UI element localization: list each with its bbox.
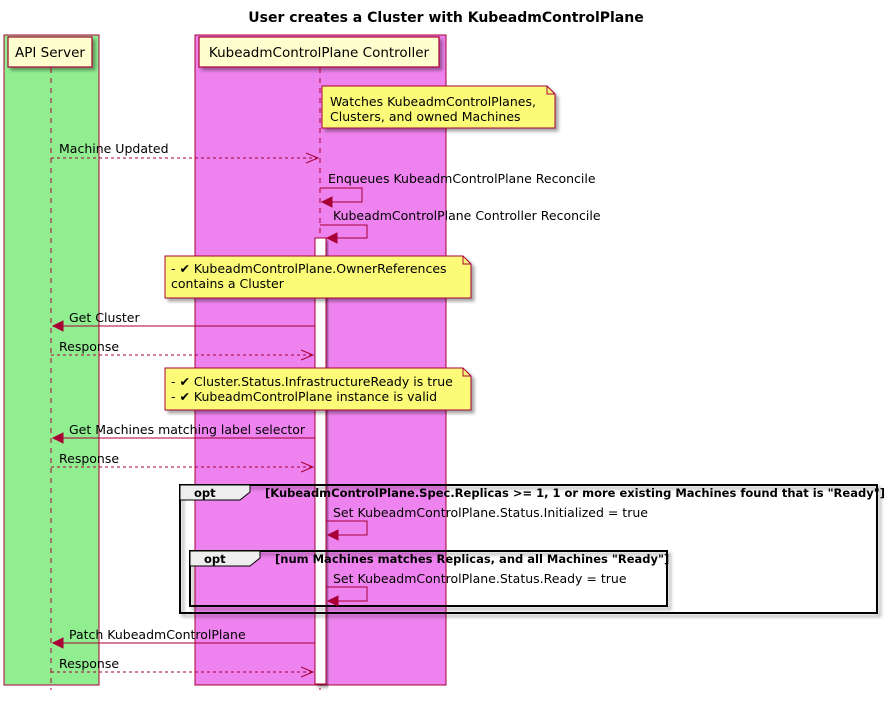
message-machine-updated-label: Machine Updated <box>59 141 169 156</box>
message-machine-updated: Machine Updated <box>51 141 320 164</box>
message-enqueues-reconcile: Enqueues KubeadmControlPlane Reconcile <box>320 171 596 208</box>
message-get-machines-label: Get Machines matching label selector <box>69 422 306 437</box>
message-get-machines: Get Machines matching label selector <box>51 422 315 444</box>
message-response-patch-label: Response <box>59 656 119 671</box>
opt-fragment-outer: opt [KubeadmControlPlane.Spec.Replicas >… <box>179 484 885 614</box>
note-infrastructure-ready: - ✔ Cluster.Status.InfrastructureReady i… <box>164 367 472 411</box>
note-owner-references-line2: contains a Cluster <box>171 276 285 291</box>
note-owner-references: - ✔ KubeadmControlPlane.OwnerReferences … <box>164 255 472 299</box>
opt-inner-guard: [num Machines matches Replicas, and all … <box>275 552 669 566</box>
message-set-ready-label: Set KubeadmControlPlane.Status.Ready = t… <box>333 571 627 586</box>
message-response-patch: Response <box>51 656 315 678</box>
message-controller-reconcile: KubeadmControlPlane Controller Reconcile <box>320 208 601 244</box>
opt-inner-keyword: opt <box>204 552 226 566</box>
opt-outer-keyword: opt <box>194 486 216 500</box>
note-infrastructure-ready-line1: - ✔ Cluster.Status.InfrastructureReady i… <box>171 374 453 389</box>
participant-controller-label: KubeadmControlPlane Controller <box>209 45 430 61</box>
participant-api-server-label: API Server <box>15 45 85 61</box>
opt-fragment-inner: opt [num Machines matches Replicas, and … <box>189 550 669 607</box>
message-response-cluster-label: Response <box>59 339 119 354</box>
message-get-cluster-label: Get Cluster <box>69 310 140 325</box>
message-response-machines-label: Response <box>59 451 119 466</box>
participant-api-server: API Server <box>7 36 93 68</box>
note-owner-references-line1: - ✔ KubeadmControlPlane.OwnerReferences <box>171 261 447 276</box>
diagram-title: User creates a Cluster with KubeadmContr… <box>248 10 643 26</box>
opt-outer-guard: [KubeadmControlPlane.Spec.Replicas >= 1,… <box>265 486 885 500</box>
message-set-ready: Set KubeadmControlPlane.Status.Ready = t… <box>326 571 627 607</box>
message-enqueues-label: Enqueues KubeadmControlPlane Reconcile <box>328 171 596 186</box>
message-get-cluster: Get Cluster <box>51 310 315 332</box>
message-patch: Patch KubeadmControlPlane <box>51 627 315 649</box>
message-response-machines: Response <box>51 451 315 473</box>
note-infrastructure-ready-line2: - ✔ KubeadmControlPlane instance is vali… <box>171 389 437 404</box>
controller-activation-bar <box>314 237 327 685</box>
message-controller-reconcile-label: KubeadmControlPlane Controller Reconcile <box>333 208 601 223</box>
message-patch-label: Patch KubeadmControlPlane <box>69 627 246 642</box>
note-watches-line2: Clusters, and owned Machines <box>330 109 521 124</box>
message-set-initialized: Set KubeadmControlPlane.Status.Initializ… <box>326 505 648 541</box>
participant-controller: KubeadmControlPlane Controller <box>198 36 440 68</box>
message-set-initialized-label: Set KubeadmControlPlane.Status.Initializ… <box>333 505 648 520</box>
note-watches-line1: Watches KubeadmControlPlanes, <box>330 94 536 109</box>
message-response-cluster: Response <box>51 339 315 361</box>
note-watches: Watches KubeadmControlPlanes, Clusters, … <box>321 85 556 129</box>
